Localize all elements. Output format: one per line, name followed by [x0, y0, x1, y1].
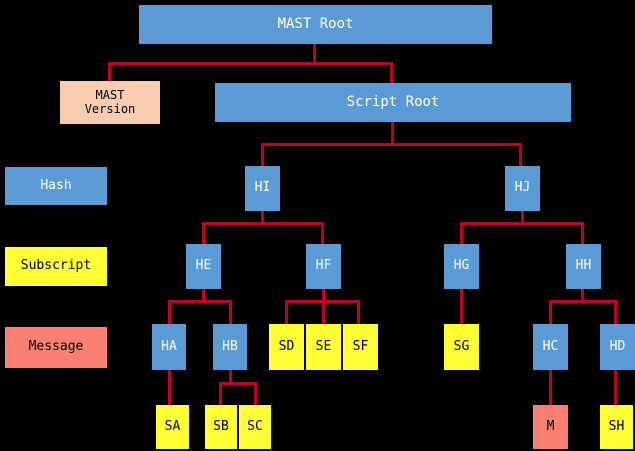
- edge-script-root-to-HI: [261, 143, 264, 167]
- edge-HJ-to-HG: [521, 211, 524, 225]
- edge-HC-to-M: [549, 370, 552, 406]
- node-SH[interactable]: SH: [600, 405, 633, 449]
- legend-item-message: Message: [5, 327, 107, 368]
- legend-item-subscript: Subscript: [5, 247, 107, 286]
- node-M[interactable]: M: [533, 405, 568, 449]
- node-mast-root[interactable]: MAST Root: [139, 5, 492, 44]
- edge-HI-to-HE: [202, 222, 205, 245]
- edge-HE-to-HA: [168, 300, 205, 303]
- edge-mast-root-to-script-root: [313, 62, 393, 65]
- edge-HJ-to-HH: [581, 222, 584, 245]
- node-HB[interactable]: HB: [213, 324, 247, 370]
- node-HI[interactable]: HI: [245, 166, 280, 211]
- node-SC[interactable]: SC: [239, 405, 271, 449]
- node-SE[interactable]: SE: [306, 324, 341, 370]
- edge-mast-root-to-script-root: [390, 62, 393, 84]
- edge-HF-to-SE: [322, 300, 325, 325]
- node-SB[interactable]: SB: [205, 405, 237, 449]
- node-SF[interactable]: SF: [343, 324, 378, 370]
- edge-script-root-to-HI: [391, 122, 394, 144]
- edge-HH-to-HD: [614, 300, 617, 325]
- node-script-root[interactable]: Script Root: [215, 83, 571, 122]
- edge-HB-to-SB: [229, 370, 232, 384]
- node-SD[interactable]: SD: [269, 324, 304, 370]
- edge-HF-to-SD: [322, 289, 325, 302]
- edge-HE-to-HB: [229, 300, 232, 325]
- edge-HG-to-SG: [460, 289, 463, 325]
- edge-HE-to-HB: [202, 300, 232, 303]
- edge-HI-to-HE: [261, 211, 264, 225]
- edge-script-root-to-HI: [261, 143, 394, 146]
- edge-HI-to-HF: [261, 222, 323, 225]
- edge-script-root-to-HJ: [519, 143, 522, 167]
- node-SG[interactable]: SG: [444, 324, 479, 370]
- node-HF[interactable]: HF: [306, 244, 341, 289]
- legend-item-hash: Hash: [5, 167, 107, 205]
- edge-HB-to-SB: [219, 382, 222, 406]
- node-HA[interactable]: HA: [152, 324, 186, 370]
- edge-HH-to-HC: [549, 300, 552, 325]
- edge-mast-root-to-mast-version: [108, 62, 111, 82]
- edge-mast-root-to-mast-version: [108, 62, 316, 65]
- edge-HE-to-HA: [202, 289, 205, 302]
- node-HJ[interactable]: HJ: [505, 166, 540, 211]
- edge-HD-to-SH: [614, 370, 617, 406]
- edge-HB-to-SC: [229, 382, 257, 385]
- edge-HF-to-SF: [322, 300, 360, 303]
- edge-HH-to-HC: [549, 300, 584, 303]
- node-HC[interactable]: HC: [533, 324, 568, 370]
- edge-HE-to-HA: [168, 300, 171, 325]
- edge-HA-to-SA: [168, 370, 171, 406]
- edge-HJ-to-HG: [460, 222, 523, 225]
- edge-HH-to-HC: [581, 289, 584, 302]
- edge-HF-to-SD: [285, 300, 325, 303]
- edge-script-root-to-HJ: [391, 143, 522, 146]
- node-HD[interactable]: HD: [600, 324, 635, 370]
- edge-mast-root-to-script-root: [313, 44, 316, 64]
- edge-HJ-to-HH: [521, 222, 583, 225]
- node-HG[interactable]: HG: [444, 244, 479, 289]
- edge-HI-to-HE: [202, 222, 264, 225]
- node-SA[interactable]: SA: [156, 405, 189, 449]
- edge-HI-to-HF: [321, 222, 324, 245]
- node-HE[interactable]: HE: [186, 244, 221, 289]
- edge-HF-to-SF: [357, 300, 360, 325]
- edge-HH-to-HD: [581, 300, 616, 303]
- node-mast-version[interactable]: MAST Version: [60, 81, 160, 124]
- edge-HF-to-SD: [285, 300, 288, 325]
- edge-HJ-to-HG: [460, 222, 463, 245]
- node-HH[interactable]: HH: [566, 244, 601, 289]
- edge-HB-to-SC: [254, 382, 257, 406]
